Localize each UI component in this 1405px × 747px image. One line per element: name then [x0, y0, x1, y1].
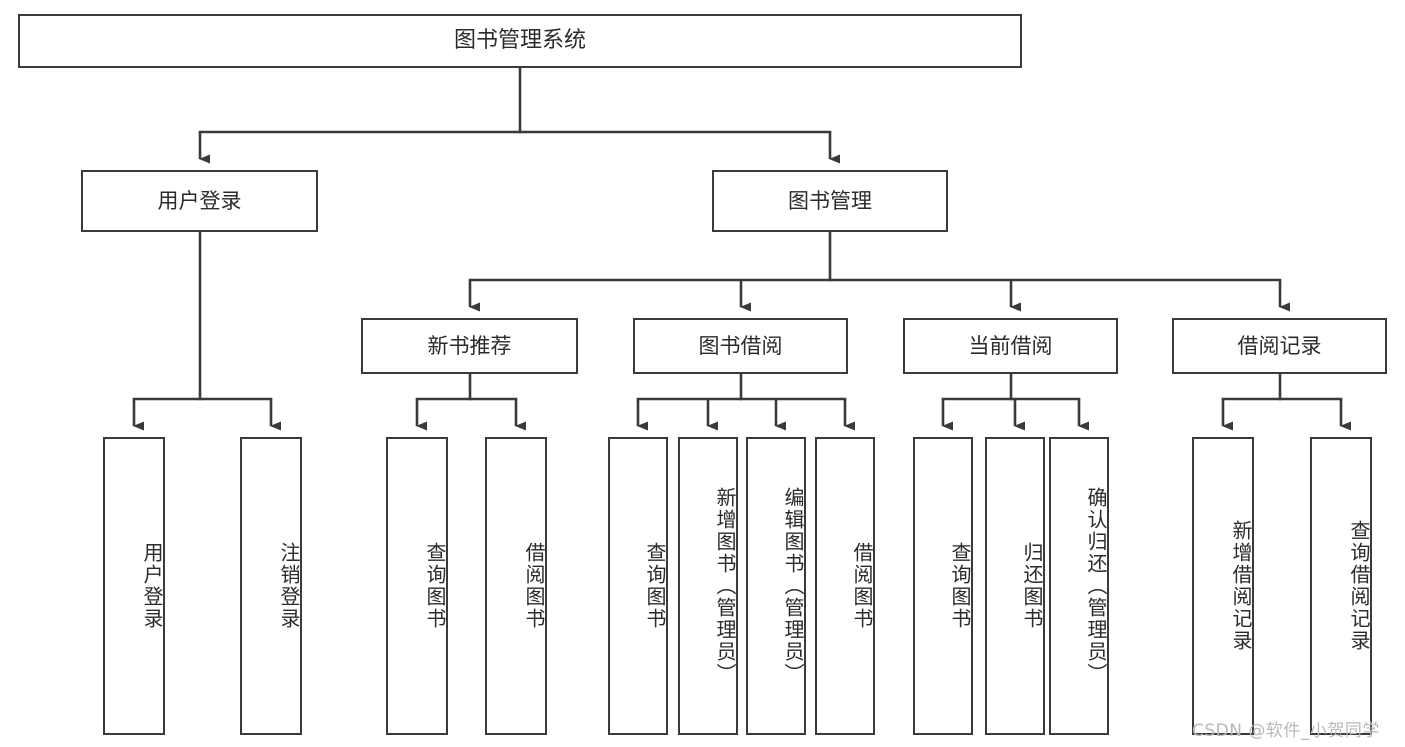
node-label: 新增借阅记录: [1229, 520, 1253, 652]
node-label: 用户登录: [140, 542, 164, 630]
node-leaf-query-book-1[interactable]: 查询图书: [386, 437, 448, 735]
node-label: 查询借阅记录: [1347, 520, 1371, 652]
node-leaf-borrow-book-1[interactable]: 借阅图书: [485, 437, 547, 735]
node-leaf-query-record[interactable]: 查询借阅记录: [1310, 437, 1372, 735]
node-label: 当前借阅: [968, 333, 1053, 358]
watermark-text: CSDN @软件_小贺同学: [1192, 721, 1380, 741]
node-label: 借阅记录: [1237, 333, 1322, 358]
node-leaf-return-book[interactable]: 归还图书: [985, 437, 1045, 735]
node-leaf-query-book-3[interactable]: 查询图书: [913, 437, 973, 735]
node-label: 图书管理: [788, 188, 872, 213]
node-label: 借阅图书: [522, 542, 546, 630]
node-label: 新书推荐: [427, 333, 512, 358]
node-label: 用户登录: [157, 188, 242, 213]
node-label: 查询图书: [643, 542, 667, 630]
node-label: 查询图书: [423, 542, 447, 630]
node-label: 编辑图书（管理员）: [781, 487, 805, 685]
node-book-manage[interactable]: 图书管理: [712, 170, 948, 232]
node-book-borrow[interactable]: 图书借阅: [633, 318, 848, 374]
node-borrow-record[interactable]: 借阅记录: [1172, 318, 1387, 374]
node-leaf-add-book[interactable]: 新增图书（管理员）: [678, 437, 738, 735]
node-label: 新增图书（管理员）: [713, 487, 737, 685]
node-label: 借阅图书: [850, 542, 874, 630]
node-root[interactable]: 图书管理系统: [18, 14, 1022, 68]
node-leaf-edit-book[interactable]: 编辑图书（管理员）: [746, 437, 806, 735]
node-label: 确认归还（管理员）: [1084, 487, 1108, 685]
node-leaf-query-book-2[interactable]: 查询图书: [608, 437, 668, 735]
node-label: 归还图书: [1020, 542, 1044, 630]
node-leaf-confirm-ret[interactable]: 确认归还（管理员）: [1049, 437, 1109, 735]
node-leaf-add-record[interactable]: 新增借阅记录: [1192, 437, 1254, 735]
node-leaf-user-login[interactable]: 用户登录: [103, 437, 165, 735]
node-leaf-borrow-book-2[interactable]: 借阅图书: [815, 437, 875, 735]
node-label: 图书管理系统: [453, 28, 586, 54]
node-current-borrow[interactable]: 当前借阅: [903, 318, 1118, 374]
node-label: 图书借阅: [698, 333, 783, 358]
node-new-book-rec[interactable]: 新书推荐: [361, 318, 578, 374]
node-user-login[interactable]: 用户登录: [81, 170, 318, 232]
node-leaf-logout[interactable]: 注销登录: [240, 437, 302, 735]
node-label: 注销登录: [277, 542, 301, 630]
node-label: 查询图书: [948, 542, 972, 630]
